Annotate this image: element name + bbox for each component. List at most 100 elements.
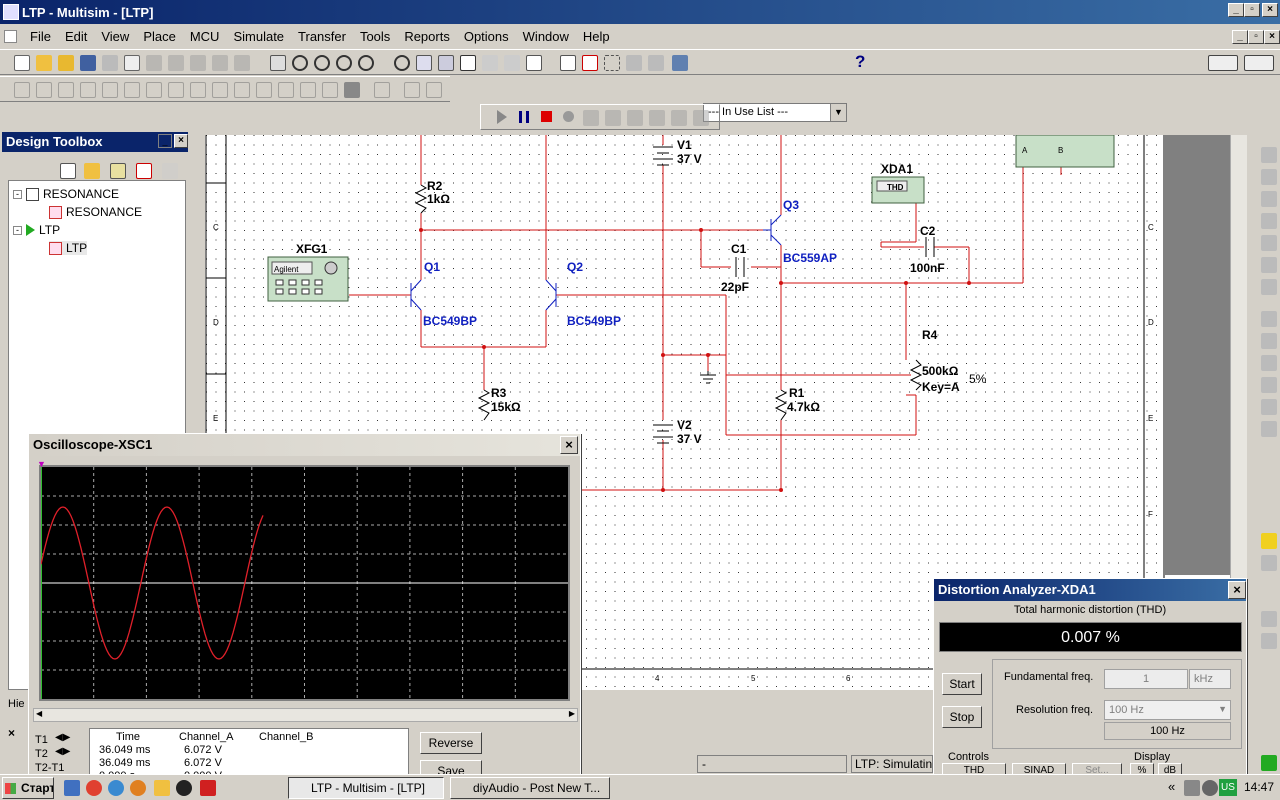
toggle-breakpoint-icon[interactable]: [671, 110, 687, 126]
grid-icon[interactable]: [460, 55, 476, 71]
logic-converter-icon[interactable]: [1261, 355, 1277, 371]
language-indicator[interactable]: US: [1219, 779, 1237, 796]
quicklaunch-firefox-icon[interactable]: [130, 780, 146, 796]
mixed-icon[interactable]: [190, 82, 206, 98]
child-minimize-button[interactable]: _: [1232, 30, 1248, 44]
menu-edit[interactable]: Edit: [64, 28, 88, 44]
t1-arrows[interactable]: ◀▶: [55, 732, 71, 743]
run-to-cursor-icon[interactable]: [649, 110, 665, 126]
minimize-button[interactable]: _: [1228, 3, 1244, 17]
hierarchical-block-icon[interactable]: [374, 82, 390, 98]
distortion-close-button[interactable]: ×: [1228, 581, 1246, 599]
new-subcircuit-icon[interactable]: [110, 163, 126, 179]
cut-icon[interactable]: [146, 55, 162, 71]
checkbox-icon[interactable]: [26, 187, 39, 201]
zoom-fit-icon[interactable]: [358, 55, 374, 71]
source-icon[interactable]: [14, 82, 30, 98]
stop-icon[interactable]: [541, 111, 552, 122]
new-sheet-icon[interactable]: [60, 163, 76, 179]
rf-icon[interactable]: [300, 82, 316, 98]
save-icon[interactable]: [80, 55, 96, 71]
bode-plotter-icon[interactable]: [1261, 257, 1277, 273]
menu-window[interactable]: Window: [522, 28, 569, 44]
multimeter-icon[interactable]: [1261, 147, 1277, 163]
quicklaunch-ie-icon[interactable]: [108, 780, 124, 796]
electromechanical-icon[interactable]: [322, 82, 338, 98]
oscilloscope-close-button[interactable]: ×: [560, 436, 578, 454]
pause-icon[interactable]: [519, 111, 529, 123]
transistor-icon[interactable]: [80, 82, 96, 98]
canvas-scrollbar[interactable]: [1230, 135, 1247, 665]
close-button[interactable]: ×: [1262, 3, 1278, 17]
distortion-analyzer-icon[interactable]: [1261, 399, 1277, 415]
menu-place[interactable]: Place: [143, 28, 176, 44]
zoom-area-icon[interactable]: [336, 55, 352, 71]
diode-icon[interactable]: [58, 82, 74, 98]
stop-button[interactable]: Stop: [942, 706, 982, 728]
menu-tools[interactable]: Tools: [359, 28, 391, 44]
menu-mcu[interactable]: MCU: [189, 28, 220, 44]
frequency-counter-icon[interactable]: [1261, 279, 1277, 295]
toolbox-toggle-icon[interactable]: [438, 55, 454, 71]
step-icon[interactable]: [563, 111, 574, 122]
print-preview-icon[interactable]: [124, 55, 140, 71]
open-icon[interactable]: [36, 55, 52, 71]
hierarchy-tab[interactable]: Hie: [8, 698, 25, 710]
back-annotate-icon[interactable]: [648, 55, 664, 71]
logic-analyzer-icon[interactable]: [1261, 333, 1277, 349]
quicklaunch-pdf-icon[interactable]: [200, 780, 216, 796]
tray-network-icon[interactable]: [1184, 780, 1200, 796]
maximize-button[interactable]: ▫: [1244, 3, 1260, 17]
menu-help[interactable]: Help: [582, 28, 610, 44]
task-multisim[interactable]: LTP - Multisim - [LTP]: [288, 777, 444, 799]
tray-volume-icon[interactable]: [1202, 780, 1218, 796]
child-close-button[interactable]: ×: [1264, 30, 1280, 44]
zoom-out-icon[interactable]: [314, 55, 330, 71]
toolbox-close-button[interactable]: ×: [174, 134, 188, 148]
spreadsheet-icon[interactable]: [416, 55, 432, 71]
component-wizard-icon[interactable]: [504, 55, 520, 71]
run-icon[interactable]: [497, 110, 507, 124]
start-button[interactable]: Start: [942, 673, 982, 695]
in-use-list-dropdown[interactable]: --- In Use List --- ▼: [703, 103, 847, 122]
toolbox-float-button[interactable]: _: [158, 134, 172, 148]
menu-transfer[interactable]: Transfer: [298, 28, 346, 44]
misc-icon[interactable]: [256, 82, 272, 98]
analog-icon[interactable]: [102, 82, 118, 98]
pause-view-icon[interactable]: [1244, 55, 1274, 71]
paste-icon[interactable]: [190, 55, 206, 71]
cmos-icon[interactable]: [146, 82, 162, 98]
menu-file[interactable]: File: [30, 28, 51, 44]
quicklaunch-folder-icon[interactable]: [154, 780, 170, 796]
electrical-rules-icon[interactable]: [560, 55, 576, 71]
tree-item-ltp[interactable]: - LTP: [13, 223, 60, 237]
iv-analyzer-icon[interactable]: [1261, 377, 1277, 393]
database-icon[interactable]: [482, 55, 498, 71]
new-icon[interactable]: [14, 55, 30, 71]
scroll-right-icon[interactable]: ▶: [568, 709, 575, 718]
t2-arrows[interactable]: ◀▶: [55, 746, 71, 757]
tree-item-resonance-sheet[interactable]: RESONANCE: [49, 205, 142, 219]
instrument-view-icon[interactable]: [1208, 55, 1238, 71]
transfer-icon[interactable]: [626, 55, 642, 71]
menu-reports[interactable]: Reports: [404, 28, 450, 44]
quicklaunch-chrome-icon[interactable]: [86, 780, 102, 796]
new-hb-icon[interactable]: [136, 163, 152, 179]
ttl-icon[interactable]: [124, 82, 140, 98]
oscilloscope-icon[interactable]: [1261, 213, 1277, 229]
copy-icon[interactable]: [168, 55, 184, 71]
task-diyaudio[interactable]: diyAudio - Post New T...: [450, 777, 610, 799]
resolution-select[interactable]: 100 Hz ▼: [1104, 700, 1231, 720]
step-out-icon[interactable]: [627, 110, 643, 126]
grapher-icon[interactable]: [526, 55, 542, 71]
undo-icon[interactable]: [212, 55, 228, 71]
basic-icon[interactable]: [36, 82, 52, 98]
step-over-icon[interactable]: [605, 110, 621, 126]
step-into-icon[interactable]: [583, 110, 599, 126]
tree-item-ltp-sheet[interactable]: LTP: [49, 241, 88, 255]
help-icon[interactable]: ?: [855, 52, 866, 71]
mcu-icon[interactable]: [344, 82, 360, 98]
current-probe-icon[interactable]: [1261, 555, 1277, 571]
delete-icon[interactable]: [162, 163, 178, 179]
redo-icon[interactable]: [234, 55, 250, 71]
